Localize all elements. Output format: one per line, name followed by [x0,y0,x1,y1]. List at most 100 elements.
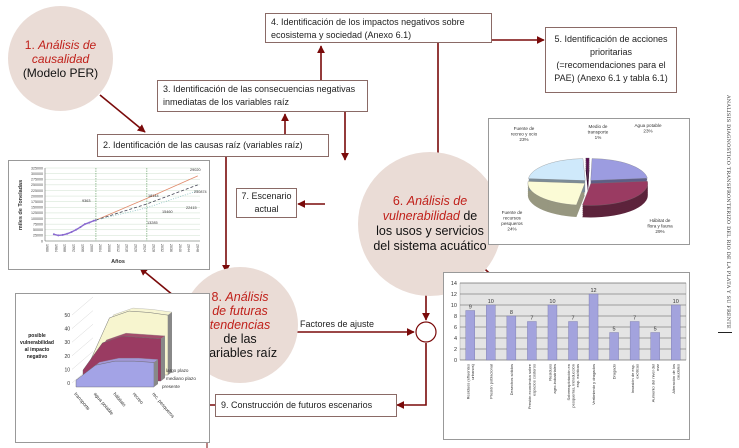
area-series-side [161,335,165,381]
line-chart-xtick: 2040 [178,244,182,252]
line-chart-xlabel: Años [111,259,125,265]
bar-chart-ytick: 6 [454,325,457,331]
arrow-1-to-2 [99,94,146,133]
text-line: exóticas [634,364,639,379]
pie-label: Agua potable [634,123,662,128]
line-chart-xtick: 2012 [116,244,120,252]
line-chart-xtick: 1996 [80,244,84,252]
line-chart-xtick: 2032 [160,244,164,252]
step-1-number: 1. [24,37,35,52]
bar-value-label: 12 [590,288,596,294]
area-category-label: recreo [131,391,145,406]
bar-chart-ytick: 12 [451,292,457,298]
text-line: Dragado [612,363,617,379]
text-line: Fuente de [502,210,523,215]
bar-category-label: Invasión de esp.exóticas [630,364,640,393]
bar-chart-ytick: 10 [451,303,457,309]
text-line: Alteración de los [671,364,676,394]
pie-slice-medio-de-transporte [585,157,590,181]
step-7-box: 7. Escenario actual [236,188,297,218]
bar-value-label: 8 [510,310,513,316]
text-line: Agua potable [634,123,662,128]
text-line: esp. exóticas [575,364,580,387]
line-chart-point [66,232,69,235]
text-line: Invasión de esp. [630,364,635,393]
bar [465,310,475,361]
line-chart-annotation: 13285 [147,221,158,225]
area-category-label: agua potable [92,391,115,416]
bar-category-label: Desechos sólidos [509,364,514,395]
text-line: urbanos) [470,363,475,379]
step-5-box: 5. Identificación de acciones prioritari… [545,27,677,93]
bar [568,321,578,361]
step-6-number: 6. [392,194,404,208]
line-chart-ytick: 50000 [33,228,43,232]
bar-value-label: 10 [673,299,679,305]
text-line: Presión poblacional [488,364,493,399]
text-line: Hábitat de [650,218,671,223]
step-8-title-2: de futuras [212,304,268,318]
bar-category-label: Vertimiento y dragados [591,364,596,405]
line-chart-ytick: 100000 [31,217,43,221]
line-chart-point [79,226,82,229]
area-series-side [154,359,158,387]
bar [671,304,681,361]
line-chart-ytick: 300000 [31,172,43,176]
step-7-label: 7. Escenario actual [241,191,292,214]
line-chart-xtick: 1984 [54,244,58,252]
bar-category-label: Presión poblacional [488,364,493,399]
line-chart-ytick: 325000 [31,166,43,170]
line-chart-annotation: 18144 [148,194,159,198]
pie-slice-fuente-de-recursos-pesqueros [527,181,586,206]
text-line: transporte [588,130,609,135]
pie-slice-agua-potable [590,158,648,181]
bar-chart-ytick: 2 [454,347,457,353]
bar-value-label: 10 [488,299,494,305]
line-chart-ytick: 175000 [31,200,43,204]
line-chart-xtick: 2000 [89,244,93,252]
step-3-label: 3. Identificación de las consecuencias n… [163,84,356,107]
line-chart-ytick: 250000 [31,183,43,187]
pie-label-percent: 23% [519,137,528,142]
step-3-box: 3. Identificación de las consecuencias n… [157,80,368,112]
text-line: posible [28,333,46,339]
line-chart-xtick: 2008 [107,244,111,252]
line-chart-ytick: 225000 [31,189,43,193]
step-5-label: 5. Identificación de acciones prioritari… [554,34,668,83]
line-chart-xtick: 1992 [72,244,76,252]
factores-ajuste-label: Factores de ajuste [300,319,375,329]
text-line: Medio de [589,124,608,129]
step-2-box: 2. Identificación de las causas raíz (va… [97,134,329,157]
pie-label-percent: 1% [595,135,602,140]
area-chart-gridline [71,310,94,329]
step-9-label: 9. Construcción de futuros escenarios [221,400,373,410]
bar-category-label: Alteración de loscaudales [671,364,681,394]
pie-label-percent: 23% [643,129,652,134]
pie-chart-panel [488,118,690,245]
area-chart-ytick: 0 [67,381,70,387]
area-chart-gridline [71,324,94,343]
area-chart-ytick: 30 [64,340,70,346]
text-line: espacios costeros [532,364,537,396]
text-line: agro-industriales [552,364,557,394]
area-chart-ytick: 50 [64,313,70,319]
step-1-subtitle: (Modelo PER) [22,65,99,80]
text-line: pesqueros [501,221,523,226]
text-line: Presión económica sobre [527,363,532,409]
area-category-label: hábitats [111,391,127,408]
line-chart-xtick: 2020 [134,244,138,252]
bar-value-label: 5 [613,327,616,333]
line-chart-point [61,233,64,236]
line-chart-ytick: 125000 [31,211,43,215]
text-line: Vertimiento y dragados [591,364,596,405]
bar-chart-ytick: 0 [454,358,457,364]
line-chart-point [75,228,77,231]
side-running-title: ANÁLISIS DIAGNÓSTICO TRANSFRONTERIZO DEL… [725,95,731,330]
step-8-title-3: tendencias [209,318,271,332]
arrow-node-to-9 [396,343,427,409]
bar-value-label: 7 [571,316,574,322]
area-chart-gridline [71,337,94,356]
bar [650,332,660,361]
line-chart-xtick: 2028 [151,244,155,252]
